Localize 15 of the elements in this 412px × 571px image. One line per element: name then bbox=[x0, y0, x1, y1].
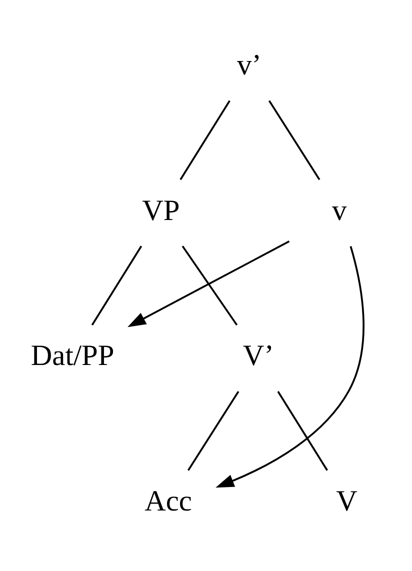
connector bbox=[277, 390, 328, 471]
node-text: Acc bbox=[144, 486, 192, 518]
node-text: VP bbox=[142, 194, 180, 227]
connector bbox=[268, 100, 320, 180]
connector bbox=[182, 246, 238, 326]
node-text: v’ bbox=[236, 49, 262, 82]
connector bbox=[91, 246, 142, 326]
connector bbox=[180, 100, 230, 180]
arrow bbox=[216, 246, 364, 488]
node-text: V’ bbox=[242, 340, 274, 372]
node-text: V bbox=[336, 486, 358, 518]
arrow bbox=[128, 240, 290, 328]
node-text: Dat/PP bbox=[30, 340, 114, 372]
node-text: v bbox=[332, 194, 347, 227]
connector bbox=[187, 390, 240, 471]
